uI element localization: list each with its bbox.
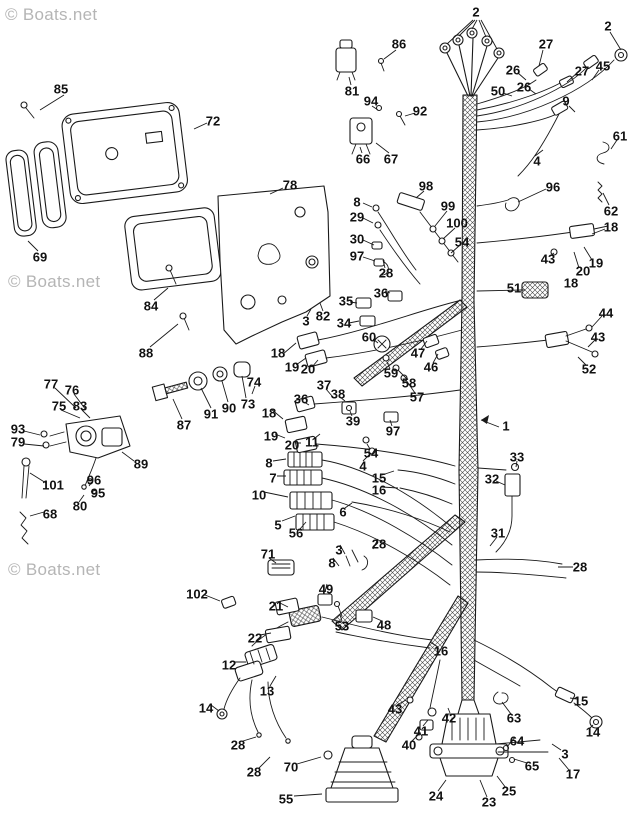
right-mid-connectors: [476, 223, 609, 358]
battery-cable-ring-terminals: [439, 27, 505, 97]
rubber-boot: [323, 735, 399, 803]
main-harness-trunk: [331, 94, 479, 743]
lower-left-connectors: [216, 605, 433, 744]
mounting-bracket: [151, 185, 331, 402]
upper-column-parts: [371, 192, 459, 285]
mid-small-connectors: [221, 549, 373, 644]
main-engine-connector: [429, 699, 549, 777]
center-connector-stack: [283, 299, 463, 586]
upper-right-branch-wires: [476, 48, 628, 212]
ecm-module-covers: [5, 101, 222, 291]
upper-center-small-parts: [341, 290, 456, 533]
relay-and-switch: [335, 39, 406, 155]
lower-right-connectors: [473, 462, 603, 729]
steering-bracket-assembly: [19, 415, 131, 545]
callout-leader-lines: [23, 19, 622, 798]
